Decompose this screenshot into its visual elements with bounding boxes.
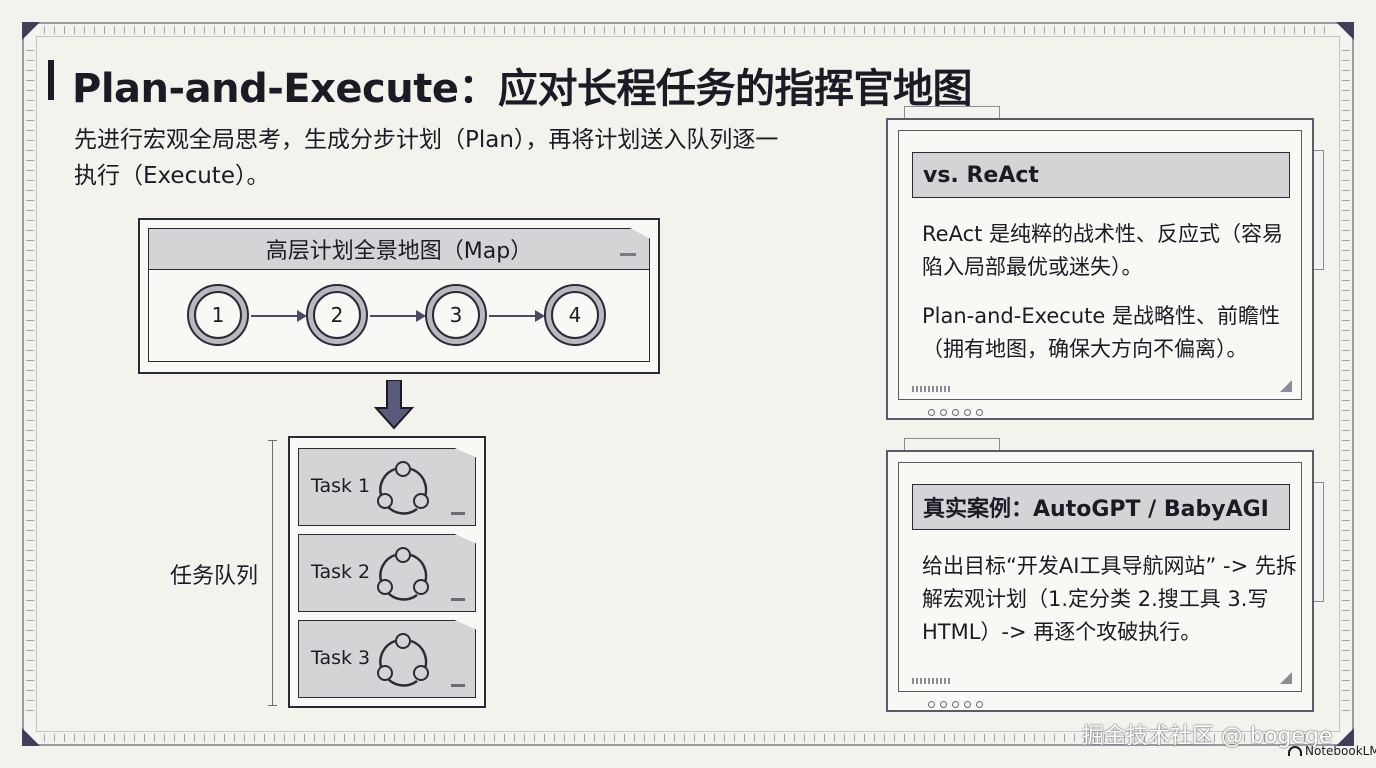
- task-label: Task 1: [311, 475, 371, 497]
- card-paragraph: Plan-and-Execute 是战略性、前瞻性（拥有地图，确保大方向不偏离）…: [922, 304, 1280, 361]
- map-step-node: 4: [544, 284, 606, 346]
- corner-mark-top-left: [22, 22, 40, 40]
- task-tag-mark: [451, 598, 465, 601]
- card-body: 给出目标“开发AI工具导航网站” -> 先拆解宏观计划（1.定分类 2.搜工具 …: [922, 550, 1302, 665]
- map-steps-area: 1 2 3 4: [148, 270, 650, 362]
- ruler-left: [26, 50, 34, 718]
- queue-label: 任务队列: [170, 564, 259, 589]
- card-deco-bracket: [1314, 150, 1324, 270]
- queue-dimension-line: [268, 440, 277, 706]
- task-label: Task 2: [311, 561, 371, 583]
- arrow-down-icon: [374, 380, 414, 430]
- map-panel: 高层计划全景地图（Map） 1 2 3 4: [138, 218, 660, 374]
- cycle-icon: [377, 547, 429, 601]
- card-dots: [928, 409, 983, 416]
- cycle-icon: [377, 461, 429, 515]
- task-card: Task 1: [298, 448, 476, 526]
- map-step-label: 4: [551, 291, 599, 339]
- card-inner-border: [898, 462, 1302, 692]
- card-foot-mark: [912, 386, 952, 392]
- case-study-card: 真实案例：AutoGPT / BabyAGI 给出目标“开发AI工具导航网站” …: [886, 438, 1324, 712]
- card-inner-border: [898, 130, 1302, 400]
- task-card: Task 2: [298, 534, 476, 612]
- map-step-node: 2: [306, 284, 368, 346]
- ruler-top: [44, 26, 1332, 34]
- map-step-arrow: [370, 310, 426, 322]
- corner-mark-bottom-right: [1336, 728, 1354, 746]
- card-corner-mark: [1280, 672, 1292, 684]
- react-comparison-card: vs. ReAct ReAct 是纯粹的战术性、反应式（容易陷入局部最优或迷失）…: [886, 106, 1324, 420]
- ruler-bottom: [44, 734, 1332, 742]
- card-foot-mark: [912, 678, 952, 684]
- task-card: Task 3: [298, 620, 476, 698]
- card-title: vs. ReAct: [912, 152, 1290, 198]
- card-paragraph: 给出目标“开发AI工具导航网站” -> 先拆解宏观计划（1.定分类 2.搜工具 …: [922, 554, 1297, 644]
- task-label: Task 3: [311, 647, 371, 669]
- card-deco-tab: [904, 106, 1000, 118]
- map-tag-mark: [620, 253, 636, 256]
- map-step-label: 1: [194, 291, 242, 339]
- map-step-node: 1: [187, 284, 249, 346]
- card-deco-tab: [904, 438, 1000, 450]
- map-step-arrow: [251, 310, 307, 322]
- corner-mark-top-right: [1336, 22, 1354, 40]
- map-header: 高层计划全景地图（Map）: [148, 228, 650, 270]
- notebooklm-logo-icon: [1288, 746, 1302, 756]
- card-title: 真实案例：AutoGPT / BabyAGI: [912, 484, 1290, 530]
- inner-frame: [36, 36, 1340, 732]
- map-step-label: 3: [432, 291, 480, 339]
- map-step-arrow: [489, 310, 545, 322]
- card-dots: [928, 701, 983, 708]
- card-corner-mark: [1280, 380, 1292, 392]
- card-paragraph: ReAct 是纯粹的战术性、反应式（容易陷入局部最优或迷失）。: [922, 222, 1284, 279]
- cycle-icon: [377, 633, 429, 687]
- title-accent-bar: [48, 60, 54, 100]
- watermark: 掘金技术社区 @ bogege: [1082, 724, 1333, 749]
- card-deco-bracket: [1314, 482, 1324, 602]
- map-title: 高层计划全景地图（Map）: [265, 239, 533, 264]
- ruler-right: [1342, 50, 1350, 718]
- page-subtitle: 先进行宏观全局思考，生成分步计划（Plan），再将计划送入队列逐一执行（Exec…: [74, 127, 779, 189]
- corner-mark-bottom-left: [22, 728, 40, 746]
- outer-frame: [22, 22, 1354, 746]
- brand-name: NotebookLM: [1305, 744, 1376, 758]
- page-title: Plan-and-Execute：应对长程任务的指挥官地图: [72, 66, 973, 112]
- card-body: ReAct 是纯粹的战术性、反应式（容易陷入局部最优或迷失）。 Plan-and…: [922, 218, 1302, 382]
- task-queue: Task 1 Task 2 Task 3: [288, 436, 486, 708]
- brand-badge: NotebookLM: [1288, 744, 1376, 758]
- map-step-node: 3: [425, 284, 487, 346]
- map-step-label: 2: [313, 291, 361, 339]
- task-tag-mark: [451, 684, 465, 687]
- task-tag-mark: [451, 512, 465, 515]
